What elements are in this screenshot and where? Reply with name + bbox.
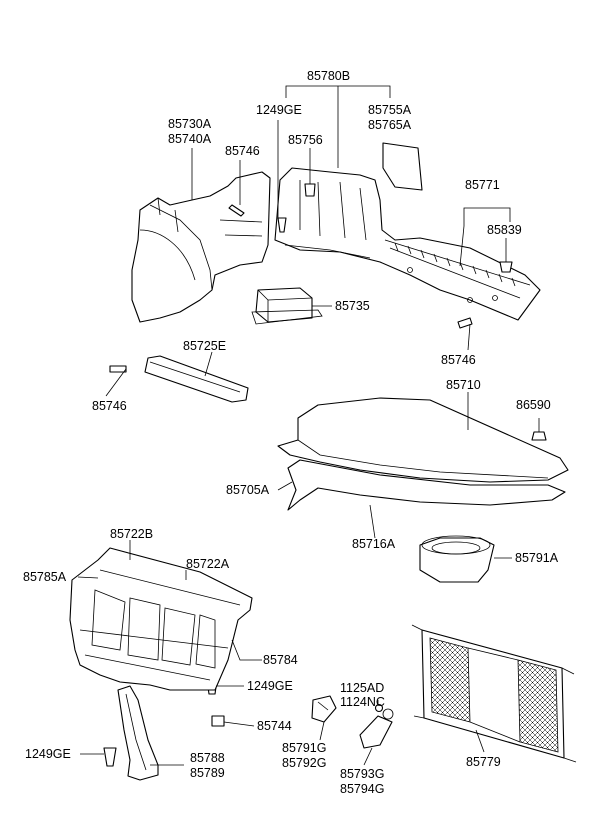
label-1249ge-low: 1249GE (25, 747, 71, 761)
label-85746-c: 85746 (92, 399, 127, 413)
label-85735: 85735 (335, 299, 370, 313)
left-side-trim (131, 171, 271, 323)
label-85779: 85779 (466, 755, 501, 769)
label-85791a: 85791A (515, 551, 559, 565)
label-85765a: 85765A (368, 118, 412, 132)
label-85785a: 85785A (23, 570, 67, 584)
rear-panel (69, 547, 253, 691)
part-labels: 85780B 1249GE 85755A 85765A 85730A 85740… (23, 69, 559, 796)
cargo-net (411, 624, 577, 763)
label-85716a: 85716A (352, 537, 396, 551)
cover-plate (382, 142, 423, 191)
label-85730a: 85730A (168, 117, 212, 131)
label-85780b: 85780B (307, 69, 350, 83)
label-85746-a: 85746 (225, 144, 260, 158)
label-85789: 85789 (190, 766, 225, 780)
label-85744: 85744 (257, 719, 292, 733)
bracket-85725e (144, 355, 249, 403)
label-1249ge-mid: 1249GE (247, 679, 293, 693)
shelf-board (287, 459, 566, 511)
label-85710: 85710 (446, 378, 481, 392)
label-1124nc: 1124NC (340, 695, 385, 709)
label-85725e: 85725E (183, 339, 226, 353)
label-85793g: 85793G (340, 767, 384, 781)
label-86590: 86590 (516, 398, 551, 412)
label-85791g: 85791G (282, 741, 326, 755)
label-85722a: 85722A (186, 557, 230, 571)
label-85740a: 85740A (168, 132, 212, 146)
right-side-trim (274, 167, 541, 321)
label-85792g: 85792G (282, 756, 326, 770)
label-85839: 85839 (487, 223, 522, 237)
label-85755a: 85755A (368, 103, 412, 117)
leader-lines (77, 85, 540, 766)
label-85771: 85771 (465, 178, 500, 192)
screw-icons (103, 183, 547, 767)
clip-85793g (359, 708, 394, 749)
clip-85791g (311, 695, 337, 723)
label-85705a: 85705A (226, 483, 270, 497)
label-1249ge-top: 1249GE (256, 103, 302, 117)
label-85756: 85756 (288, 133, 323, 147)
label-85722b: 85722B (110, 527, 153, 541)
parcel-shelf (277, 397, 569, 483)
label-85788: 85788 (190, 751, 225, 765)
label-1125ad: 1125AD (340, 681, 384, 695)
label-85746-b: 85746 (441, 353, 476, 367)
side-bracket (117, 685, 159, 781)
storage-box (251, 287, 323, 325)
wheel-cup (419, 535, 495, 583)
label-85794g: 85794G (340, 782, 384, 796)
label-85784: 85784 (263, 653, 298, 667)
